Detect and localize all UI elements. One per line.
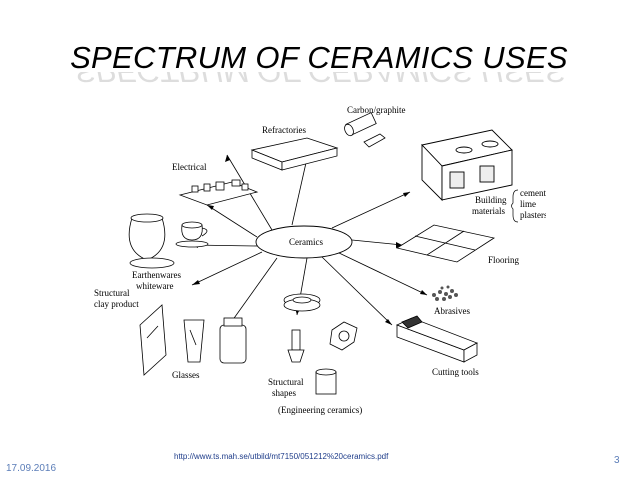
- label-structural-shapes-1: Structural: [268, 377, 304, 387]
- label-plasters: plasters: [520, 210, 546, 220]
- electrical-drawing: [178, 179, 259, 206]
- center-ellipse: [255, 225, 353, 259]
- abrasives-drawing: [432, 285, 458, 301]
- flooring-drawing: [395, 224, 496, 263]
- label-flooring: Flooring: [488, 255, 520, 265]
- refractories-drawing: [250, 137, 339, 171]
- label-abrasives: Abrasives: [434, 306, 470, 316]
- label-engineering: (Engineering ceramics): [278, 405, 362, 415]
- label-building-2: materials: [472, 206, 505, 216]
- label-glasses: Glasses: [172, 370, 200, 380]
- ceramics-uses-diagram: Ceramics Refractories Carbon/graphite El…: [92, 100, 546, 425]
- label-earthen-1: Earthenwares: [132, 270, 181, 280]
- carbon-graphite-drawing: [344, 112, 386, 148]
- label-earthen-2: whiteware: [136, 281, 173, 291]
- label-carbon: Carbon/graphite: [347, 105, 405, 115]
- slide-title-reflection: SPECTRUM OF CERAMICS USES: [0, 72, 638, 90]
- building-brace: [511, 189, 519, 223]
- arrow-heads: [192, 145, 427, 335]
- label-structural-shapes-2: shapes: [272, 388, 296, 398]
- building-block-drawing: [421, 129, 513, 202]
- structural-shapes-drawing: [283, 293, 358, 395]
- label-lime: lime: [520, 199, 536, 209]
- label-cutting: Cutting tools: [432, 367, 479, 377]
- cutting-tools-drawing: [395, 315, 478, 363]
- label-building-1: Building: [475, 195, 507, 205]
- label-clay-2: clay product: [94, 299, 139, 309]
- label-cements: cements: [520, 188, 546, 198]
- label-electrical: Electrical: [172, 162, 207, 172]
- label-refractories: Refractories: [262, 125, 306, 135]
- glasses-drawing: [139, 304, 247, 376]
- slide-title: SPECTRUM OF CERAMICS USES: [70, 40, 568, 75]
- slide-date: 17.09.2016: [6, 463, 57, 474]
- page-number: 3: [614, 455, 620, 466]
- center-label: Ceramics: [289, 237, 323, 247]
- earthenware-drawing: [128, 213, 209, 269]
- label-clay-1: Structural: [94, 288, 130, 298]
- source-url[interactable]: http://www.ts.mah.se/utbild/mt7150/05121…: [174, 452, 389, 461]
